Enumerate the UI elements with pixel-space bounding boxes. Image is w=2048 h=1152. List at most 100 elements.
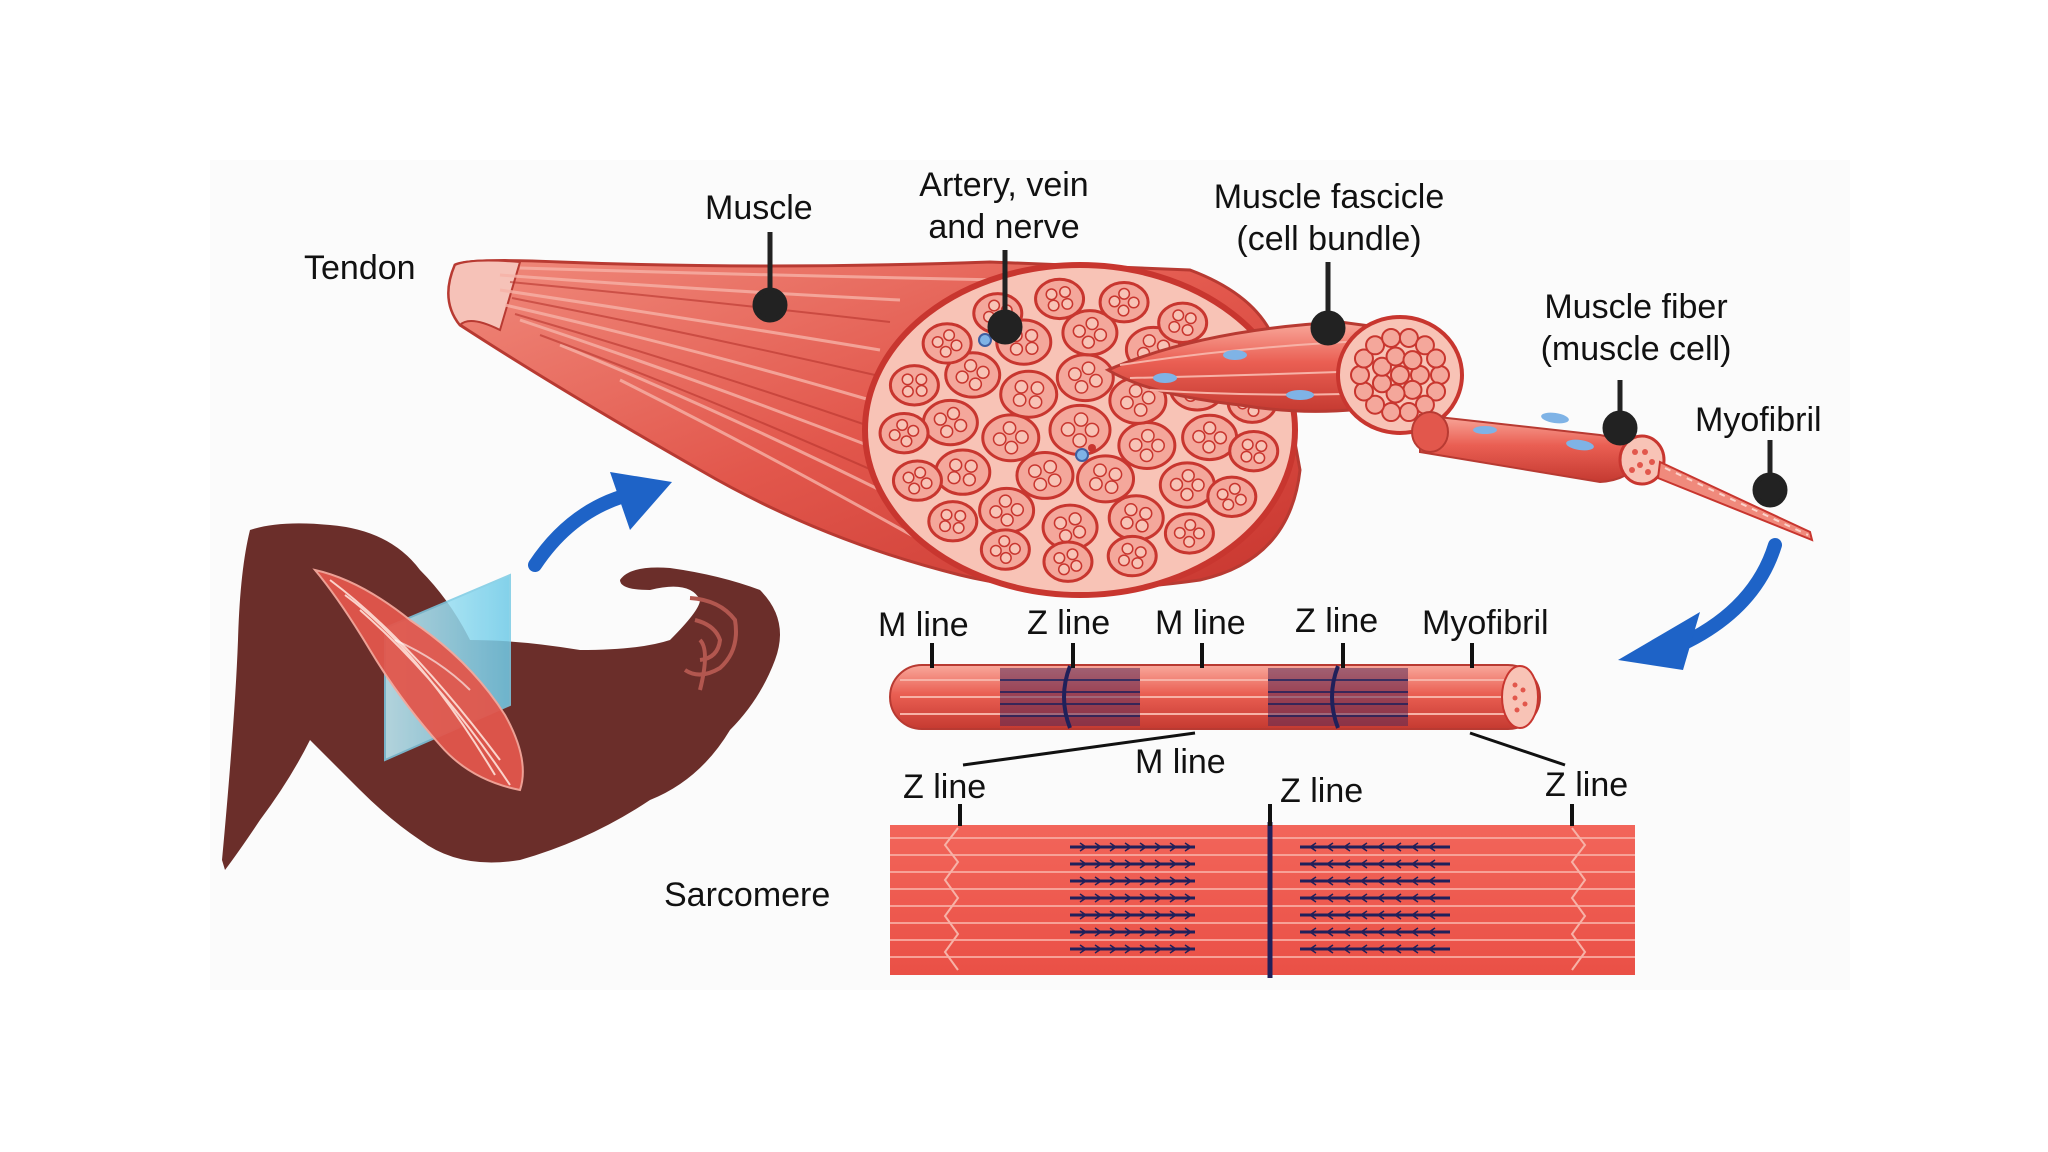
- myosin-head: [1079, 893, 1088, 903]
- bundle-cell: [1365, 335, 1386, 356]
- myosin-head: [1308, 910, 1317, 920]
- myosin-head: [1427, 859, 1436, 869]
- fascicle-cell: [1015, 450, 1075, 500]
- bundle-cell: [1390, 365, 1410, 385]
- myosin-head: [1139, 944, 1148, 954]
- myosin-head: [1376, 876, 1385, 886]
- fascicle-cell: [1055, 353, 1115, 403]
- bundle-cell: [1371, 373, 1392, 394]
- myosin-head: [1427, 927, 1436, 937]
- myosin-head: [1079, 927, 1088, 937]
- myosin-head: [1124, 893, 1133, 903]
- myosin-head: [1359, 893, 1368, 903]
- label-fiber-line2: (muscle cell): [1540, 330, 1732, 368]
- fascicle-cell: [927, 500, 979, 543]
- myosin-head: [1109, 842, 1118, 852]
- myosin-head: [1124, 842, 1133, 852]
- myosin-head: [1139, 910, 1148, 920]
- myosin-head: [1184, 893, 1193, 903]
- bundle-cell: [1381, 327, 1402, 348]
- myosin-head: [1109, 876, 1118, 886]
- fascicle-cell: [934, 448, 992, 496]
- fascicle-cell: [979, 528, 1031, 571]
- myosin-head: [1410, 944, 1419, 954]
- myosin-head: [1184, 876, 1193, 886]
- bundle-cell: [1385, 346, 1406, 367]
- myosin-head: [1079, 842, 1088, 852]
- myosin-head: [1169, 842, 1178, 852]
- zoom-lines: [962, 731, 1566, 767]
- myosin-head: [1325, 859, 1334, 869]
- myosin-head: [1184, 927, 1193, 937]
- myosin-head: [1410, 893, 1419, 903]
- label-tendon: Tendon: [304, 249, 416, 287]
- myosin-head: [1325, 876, 1334, 886]
- myosin-head: [1094, 910, 1103, 920]
- fascicle-cell: [1098, 281, 1150, 324]
- myosin-head: [1079, 876, 1088, 886]
- fascicle-cell: [978, 486, 1036, 535]
- myosin-head: [1308, 859, 1317, 869]
- bundle-cell: [1430, 365, 1450, 385]
- myosin-head: [1342, 842, 1351, 852]
- myosin-head: [1124, 927, 1133, 937]
- myosin-head: [1393, 859, 1402, 869]
- myosin-head: [1109, 927, 1118, 937]
- myosin-head: [1393, 876, 1402, 886]
- myosin-head: [1376, 927, 1385, 937]
- myosin-head: [1094, 842, 1103, 852]
- label-z-line-left: Z line: [903, 768, 987, 806]
- myosin-head: [1359, 944, 1368, 954]
- myosin-head: [1376, 944, 1385, 954]
- fascicle-cell: [1117, 421, 1177, 470]
- myosin-head: [1342, 876, 1351, 886]
- label-myofibril-top: Myofibril: [1695, 401, 1822, 439]
- fascicle-cell: [1108, 376, 1168, 425]
- label-myofibril-mid: Myofibril: [1422, 604, 1549, 642]
- myosin-head: [1393, 944, 1402, 954]
- fascicle-cell: [981, 413, 1041, 463]
- fascicle-cell: [1163, 512, 1215, 555]
- fascicle-cell: [1048, 403, 1112, 457]
- bundle-cell: [1353, 348, 1374, 369]
- fascicle-cell: [1106, 534, 1158, 578]
- label-muscle: Muscle: [705, 189, 813, 227]
- bundle-cell: [1350, 365, 1370, 385]
- fascicle-cell: [1034, 277, 1086, 321]
- fascicle-cell: [878, 411, 930, 455]
- label-artery-vein-nerve: Artery, vein and nerve: [893, 164, 1115, 248]
- myosin-head: [1094, 944, 1103, 954]
- myosin-head: [1124, 944, 1133, 954]
- myosin-head: [1427, 876, 1436, 886]
- myosin-head: [1359, 859, 1368, 869]
- myosin-head: [1325, 842, 1334, 852]
- myosin-head: [1342, 910, 1351, 920]
- myosin-head: [1094, 859, 1103, 869]
- myosin-head: [1342, 859, 1351, 869]
- myosin-head: [1427, 944, 1436, 954]
- myosin-head: [1359, 842, 1368, 852]
- myosin-head: [1342, 944, 1351, 954]
- myosin-head: [1342, 893, 1351, 903]
- myosin-head: [1124, 876, 1133, 886]
- sarcomere-block: [890, 822, 1635, 978]
- fascicle-cell: [921, 322, 973, 365]
- label-z-line-right: Z line: [1545, 766, 1629, 804]
- label-muscle-fascicle: Muscle fascicle (cell bundle): [1190, 176, 1468, 260]
- myosin-head: [1184, 859, 1193, 869]
- myosin-head: [1427, 910, 1436, 920]
- label-fascicle-line2: (cell bundle): [1236, 220, 1422, 258]
- arm-silhouette: [222, 523, 780, 870]
- fascicle-cell: [1158, 461, 1216, 509]
- myosin-head: [1308, 893, 1317, 903]
- myosin-head: [1376, 859, 1385, 869]
- myosin-head: [1094, 876, 1103, 886]
- myosin-head: [1154, 893, 1163, 903]
- bundle-cell: [1381, 402, 1402, 423]
- label-artery-line1: Artery, vein: [919, 166, 1089, 204]
- myosin-head: [1308, 842, 1317, 852]
- myosin-head: [1169, 893, 1178, 903]
- fascicle-tube: [1104, 315, 1464, 435]
